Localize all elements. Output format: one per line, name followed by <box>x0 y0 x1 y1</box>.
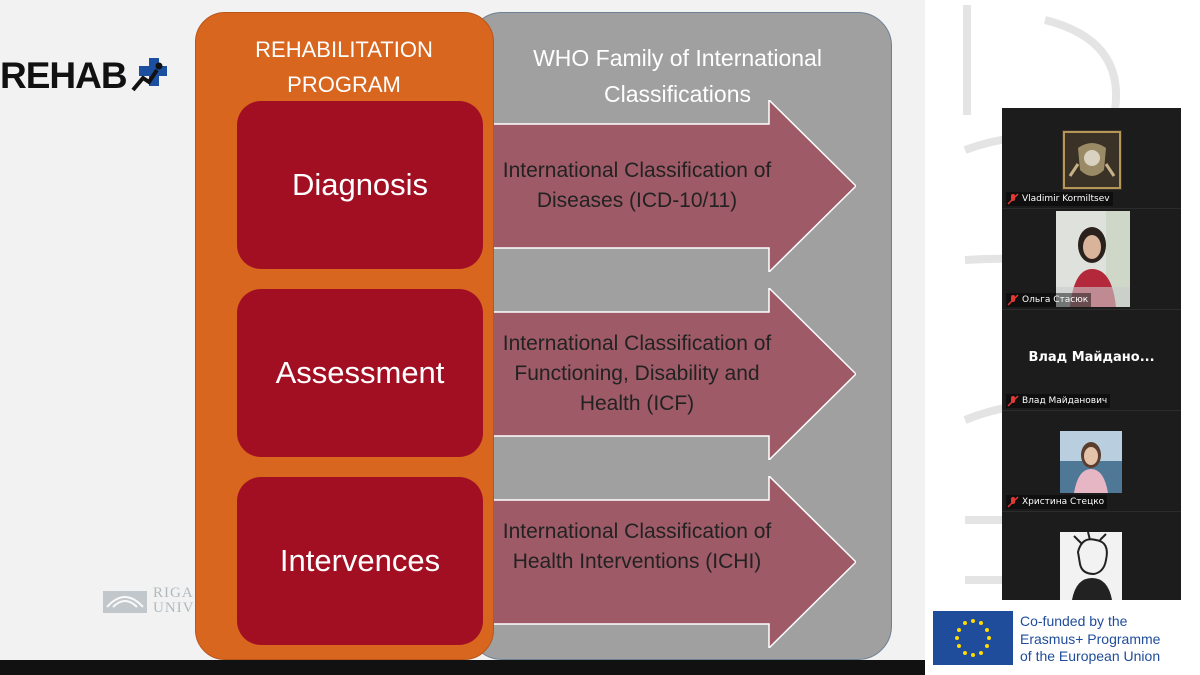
rehab-logo: REHAB <box>0 55 169 96</box>
eu-cofunded-text: Co-funded by the Erasmus+ Programme of t… <box>1020 613 1200 666</box>
who-panel-title: WHO Family of International Classificati… <box>533 45 822 107</box>
stage-label: Diagnosis <box>291 167 429 202</box>
mic-muted-icon <box>1007 496 1019 508</box>
stage-box-assessment: Assessment <box>237 289 483 457</box>
arrow-assessment <box>484 288 856 460</box>
participants-panel[interactable]: Vladimir Kormiltsev Ольга Стасюк Влад Ма… <box>1002 108 1181 600</box>
participant-name-bar: Влад Майданович <box>1006 394 1111 408</box>
eu-text-line: Co-funded by the <box>1020 613 1128 629</box>
woman-sea-avatar <box>1060 431 1122 493</box>
woman-dark-hair-avatar <box>1056 211 1130 307</box>
classification-text-ichi: International Classification of Health I… <box>502 520 772 573</box>
participant-name: Христина Стецко <box>1022 497 1105 507</box>
eu-text-line: Erasmus+ Programme <box>1020 630 1161 647</box>
stage-box-diagnosis: Diagnosis <box>237 101 483 269</box>
running-cross-icon <box>131 58 167 92</box>
coat-of-arms-avatar <box>1062 130 1122 190</box>
stage-box-intervences: Intervences <box>237 477 483 645</box>
participant-name: Vladimir Kormiltsev <box>1022 194 1110 204</box>
classification-text-icd: International Classification of Diseases… <box>502 159 772 212</box>
participant-name-bar: Ольга Стасюк <box>1006 293 1092 307</box>
stage-label: Intervences <box>279 543 441 578</box>
participant-tile[interactable]: Vladimir Kormiltsev <box>1002 108 1181 209</box>
mic-muted-icon <box>1007 395 1019 407</box>
eu-flag-logo <box>933 611 1013 665</box>
participant-name-bar: Vladimir Kormiltsev <box>1006 192 1113 206</box>
mic-muted-icon <box>1007 193 1019 205</box>
participant-tile[interactable]: Ольга Стасюк <box>1002 209 1181 310</box>
classification-text-icf: International Classification of Function… <box>502 332 772 415</box>
riga-university-logo: RIGA UNIV <box>103 585 203 619</box>
participant-tile[interactable] <box>1002 512 1181 600</box>
stage-label: Assessment <box>275 355 445 390</box>
riga-logo-line1: RIGA <box>153 585 194 601</box>
participant-name-bar: Христина Стецко <box>1006 495 1108 509</box>
participant-name: Влад Майданович <box>1022 396 1108 406</box>
sketch-portrait-avatar <box>1060 532 1122 600</box>
rehab-logo-text: REHAB <box>0 55 128 96</box>
riga-logo-line2: UNIV <box>153 600 195 616</box>
eu-text-line: of the European Union <box>1020 648 1161 664</box>
rehab-panel-title: REHABILITATION PROGRAM <box>255 37 433 97</box>
participant-tile[interactable]: Влад Майдано... Влад Майданович <box>1002 310 1181 411</box>
university-emblem-icon <box>103 591 147 613</box>
arrow-diagnosis <box>484 100 856 272</box>
participant-display-name: Влад Майдано... <box>1028 350 1155 365</box>
mic-muted-icon <box>1007 294 1019 306</box>
participant-name: Ольга Стасюк <box>1022 295 1089 305</box>
arrow-intervences <box>484 476 856 648</box>
participant-tile[interactable]: Христина Стецко <box>1002 411 1181 512</box>
slide-bottom-strip <box>0 660 925 675</box>
